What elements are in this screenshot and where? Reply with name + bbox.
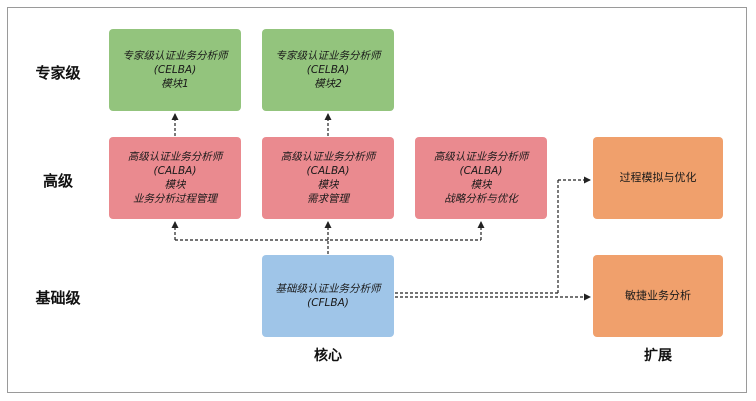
extension-module-agile-analysis: 敏捷业务分析 [593,255,723,337]
module-name: 需求管理 [307,193,349,205]
module-title: 高级认证业务分析师 [433,151,529,163]
advanced-module-strategy-analysis: 高级认证业务分析师 (CALBA) 模块 战略分析与优化 [415,137,547,219]
module-code: (CFLBA) [307,297,349,309]
column-label-extension: 扩展 [644,348,672,364]
module-code: (CALBA) [459,165,503,177]
module-title: 专家级认证业务分析师 [275,50,381,62]
expert-module-2: 专家级认证业务分析师 (CELBA) 模块2 [262,29,394,111]
extension-module-process-simulation: 过程模拟与优化 [593,137,723,219]
expert-module-1: 专家级认证业务分析师 (CELBA) 模块1 [109,29,241,111]
foundation-module: 基础级认证业务分析师 (CFLBA) [262,255,394,337]
module-word: 模块 [164,179,186,191]
module-code: (CELBA) [153,64,197,76]
module-title: 专家级认证业务分析师 [122,50,228,62]
module-title: 高级认证业务分析师 [127,151,223,163]
module-code: (CELBA) [306,64,350,76]
module-word: 模块 [470,179,492,191]
module-title: 高级认证业务分析师 [280,151,376,163]
module-title: 基础级认证业务分析师 [275,283,381,295]
level-label-expert: 专家级 [35,64,81,82]
advanced-module-requirements-management: 高级认证业务分析师 (CALBA) 模块 需求管理 [262,137,394,219]
level-label-foundation: 基础级 [35,289,81,307]
level-label-advanced: 高级 [42,172,73,190]
module-name: 过程模拟与优化 [619,171,697,184]
module-word: 模块 [317,179,339,191]
module-code: (CALBA) [306,165,350,177]
module-code: (CALBA) [153,165,197,177]
module-name: 模块1 [161,78,189,90]
module-name: 敏捷业务分析 [625,289,691,302]
module-name: 业务分析过程管理 [133,193,217,205]
column-label-core: 核心 [314,348,342,364]
module-name: 模块2 [314,78,342,90]
advanced-module-process-management: 高级认证业务分析师 (CALBA) 模块 业务分析过程管理 [109,137,241,219]
module-name: 战略分析与优化 [444,193,518,205]
